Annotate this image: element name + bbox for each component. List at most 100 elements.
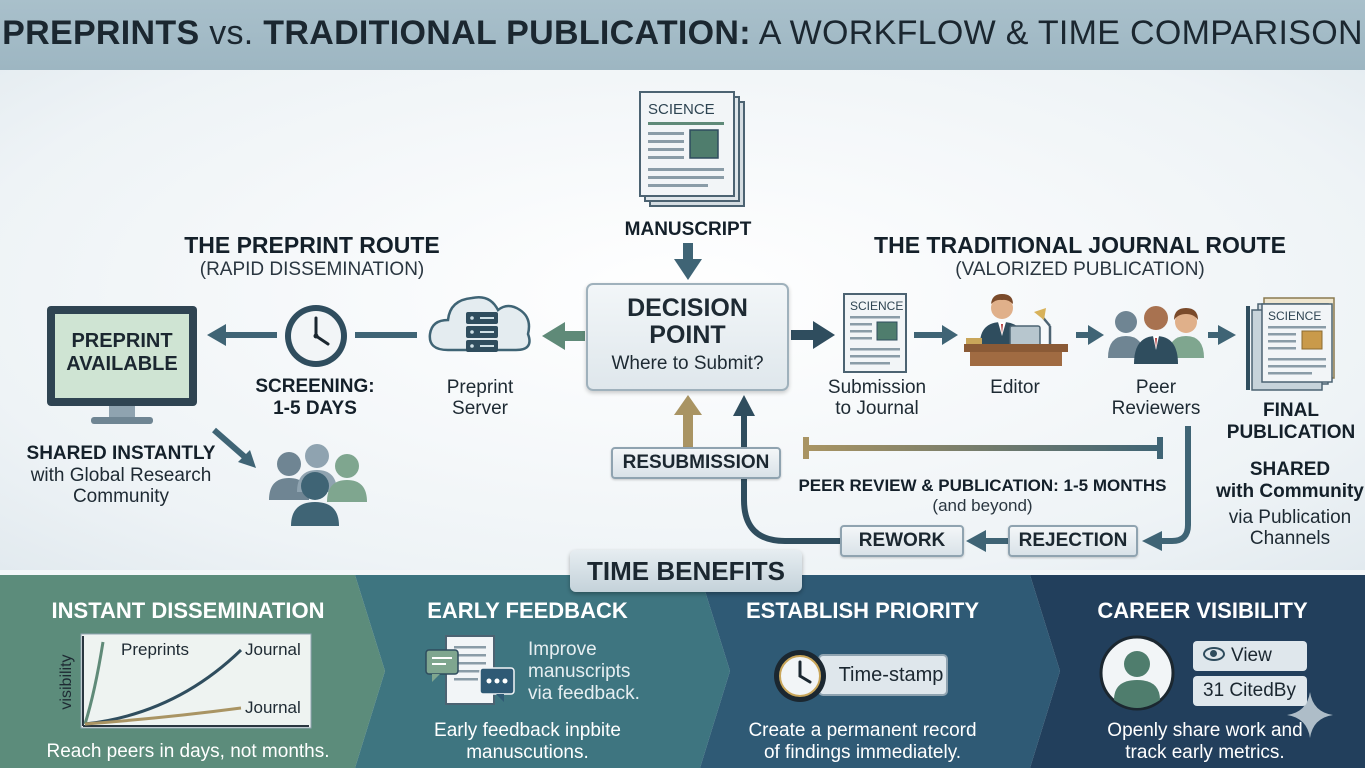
profile-avatar-icon xyxy=(1099,635,1175,711)
preprint-shared-title: SHARED INSTANTLY xyxy=(26,443,216,464)
time-benefits-title: TIME BENEFITS xyxy=(570,550,802,592)
arrow-rejection-to-rework xyxy=(966,530,1010,552)
timeline-line2: (and beyond) xyxy=(932,496,1033,515)
cited-by-label: 31 CitedBy xyxy=(1203,680,1296,701)
chart-ylabel: visibility xyxy=(58,654,75,709)
arrow-reviewers-to-rejection xyxy=(1142,426,1191,551)
final-line1: FINAL xyxy=(1263,400,1319,421)
career-caption-line2: track early metrics. xyxy=(1125,742,1285,763)
submission-doc-label: SCIENCE xyxy=(850,299,903,313)
timeline-line1: PEER REVIEW & PUBLICATION: 1-5 MONTHS xyxy=(798,476,1167,495)
manuscript-doc-label: SCIENCE xyxy=(648,101,715,118)
journal-shared-title-line1: SHARED xyxy=(1249,459,1331,480)
research-community-icon xyxy=(269,444,367,526)
editor-label: Editor xyxy=(990,377,1040,398)
arrow-decision-to-submission xyxy=(791,321,835,349)
priority-caption-line2: of findings immediately. xyxy=(763,742,962,763)
preprint-route-heading: THE PREPRINT ROUTE (RAPID DISSEMINATION) xyxy=(162,232,462,281)
manuscript-label: MANUSCRIPT xyxy=(624,219,752,240)
preprint-route-title: THE PREPRINT ROUTE xyxy=(184,232,440,258)
view-metric-box: View xyxy=(1193,641,1307,671)
arrow-manuscript-to-decision xyxy=(674,243,702,280)
preprint-shared-line1: with Global Research xyxy=(30,465,212,486)
priority-caption-line1: Create a permanent record xyxy=(748,720,977,741)
server-label: Preprint Server xyxy=(420,377,540,419)
cited-by-box: 31 CitedBy xyxy=(1193,676,1307,706)
series-preprints-line xyxy=(83,641,105,725)
title-traditional: TRADITIONAL PUBLICATION: xyxy=(263,14,751,52)
monitor-text-line1: PREPRINT xyxy=(71,330,173,352)
peer-reviewers-icon xyxy=(1108,306,1204,364)
panel-establish-priority-caption: Create a permanent record of findings im… xyxy=(705,720,1020,764)
panel-early-feedback-caption: Early feedback inpbite manuscutions. xyxy=(355,720,700,764)
view-label: View xyxy=(1231,645,1272,666)
final-line2: PUBLICATION xyxy=(1226,422,1356,443)
panel-early-feedback-title: EARLY FEEDBACK xyxy=(427,598,628,623)
legend-journal: Journal xyxy=(245,640,301,659)
journal-shared-line2: Channels xyxy=(1249,528,1331,549)
server-label-line2: Server xyxy=(452,398,508,419)
reviewers-line2: Reviewers xyxy=(1111,398,1201,419)
journal-route-heading: THE TRADITIONAL JOURNAL ROUTE (VALORIZED… xyxy=(865,232,1295,281)
panel-early-feedback-body: Improve manuscripts via feedback. xyxy=(528,639,688,705)
arrow-rework-to-decision xyxy=(733,395,840,544)
priority-clock-icon xyxy=(774,650,826,702)
editor-icon xyxy=(964,294,1068,366)
title-preprints: PREPRINTS xyxy=(2,14,200,52)
screening-label: SCREENING: 1-5 DAYS xyxy=(240,376,390,420)
journal-route-title: THE TRADITIONAL JOURNAL ROUTE xyxy=(874,232,1286,258)
journal-shared-title-line2: with Community xyxy=(1216,481,1364,502)
resubmission-box: RESUBMISSION xyxy=(611,447,781,479)
final-publication-label: FINAL PUBLICATION xyxy=(1220,400,1362,444)
panel-instant-dissemination-title: INSTANT DISSEMINATION xyxy=(51,598,325,623)
preprint-shared-line2: Community xyxy=(72,486,170,507)
timestamp-box: Time-stamp xyxy=(818,654,948,696)
journal-route-subtitle: (VALORIZED PUBLICATION) xyxy=(955,259,1205,280)
panel-career-visibility-caption: Openly share work and track early metric… xyxy=(1060,720,1350,764)
flow-arrows xyxy=(207,243,1236,552)
series-journal-line xyxy=(84,648,243,726)
feedback-caption-line1: Early feedback inpbite xyxy=(434,720,621,741)
monitor-icon xyxy=(47,306,197,424)
legend-journal-low: Journal xyxy=(245,698,301,717)
rejection-box: REJECTION xyxy=(1008,525,1138,557)
final-doc-label: SCIENCE xyxy=(1268,309,1321,323)
submission-line2: to Journal xyxy=(835,398,919,419)
visibility-mini-chart: Preprints Journal Journal visibility xyxy=(58,633,312,729)
decision-title-line2: POINT xyxy=(649,321,726,349)
title-bar xyxy=(0,0,1365,70)
eye-icon xyxy=(1203,647,1225,661)
timestamp-label: Time-stamp xyxy=(838,664,944,686)
arrow-submission-to-editor xyxy=(914,325,958,345)
manuscript-document-icon: SCIENCE xyxy=(639,91,745,207)
legend-preprints: Preprints xyxy=(121,640,189,659)
title-comparison: A WORKFLOW & TIME COMPARISON xyxy=(758,14,1363,52)
reviewers-label: Peer Reviewers xyxy=(1100,377,1212,419)
decision-question: Where to Submit? xyxy=(611,353,764,374)
screening-line1: SCREENING: xyxy=(255,376,375,397)
page-title: PREPRINTS vs. TRADITIONAL PUBLICATION: A… xyxy=(0,14,1365,53)
career-caption-line1: Openly share work and xyxy=(1107,720,1303,741)
cloud-server-icon xyxy=(428,296,531,352)
monitor-screen-text: PREPRINT AVAILABLE xyxy=(57,330,187,376)
feedback-body-line1: Improve xyxy=(528,639,597,660)
submission-document-icon: SCIENCE xyxy=(843,293,907,373)
eye-pupil xyxy=(1210,650,1217,657)
peer-review-timeline-label: PEER REVIEW & PUBLICATION: 1-5 MONTHS (a… xyxy=(790,476,1175,516)
preprint-route-subtitle: (RAPID DISSEMINATION) xyxy=(199,259,425,280)
feedback-caption-line2: manuscutions. xyxy=(466,742,589,763)
server-label-line1: Preprint xyxy=(446,377,514,398)
submission-label: Submission to Journal xyxy=(810,377,944,419)
panel-career-visibility-title: CAREER VISIBILITY xyxy=(1097,598,1308,623)
title-vs: vs. xyxy=(209,14,254,52)
panel-establish-priority-title: ESTABLISH PRIORITY xyxy=(745,598,980,623)
series-journal-low-line xyxy=(84,706,242,726)
feedback-body-line2: manuscripts xyxy=(528,661,631,682)
journal-shared-text: SHARED with Community via Publication Ch… xyxy=(1215,459,1365,549)
arrow-decision-to-server xyxy=(542,322,585,350)
rework-box: REWORK xyxy=(840,525,964,557)
timeline-bar xyxy=(803,437,1163,459)
decision-point-box: DECISION POINT Where to Submit? xyxy=(586,283,789,391)
panel-instant-dissemination-caption: Reach peers in days, not months. xyxy=(46,741,330,762)
preprint-shared-text: SHARED INSTANTLY with Global Research Co… xyxy=(5,443,237,507)
